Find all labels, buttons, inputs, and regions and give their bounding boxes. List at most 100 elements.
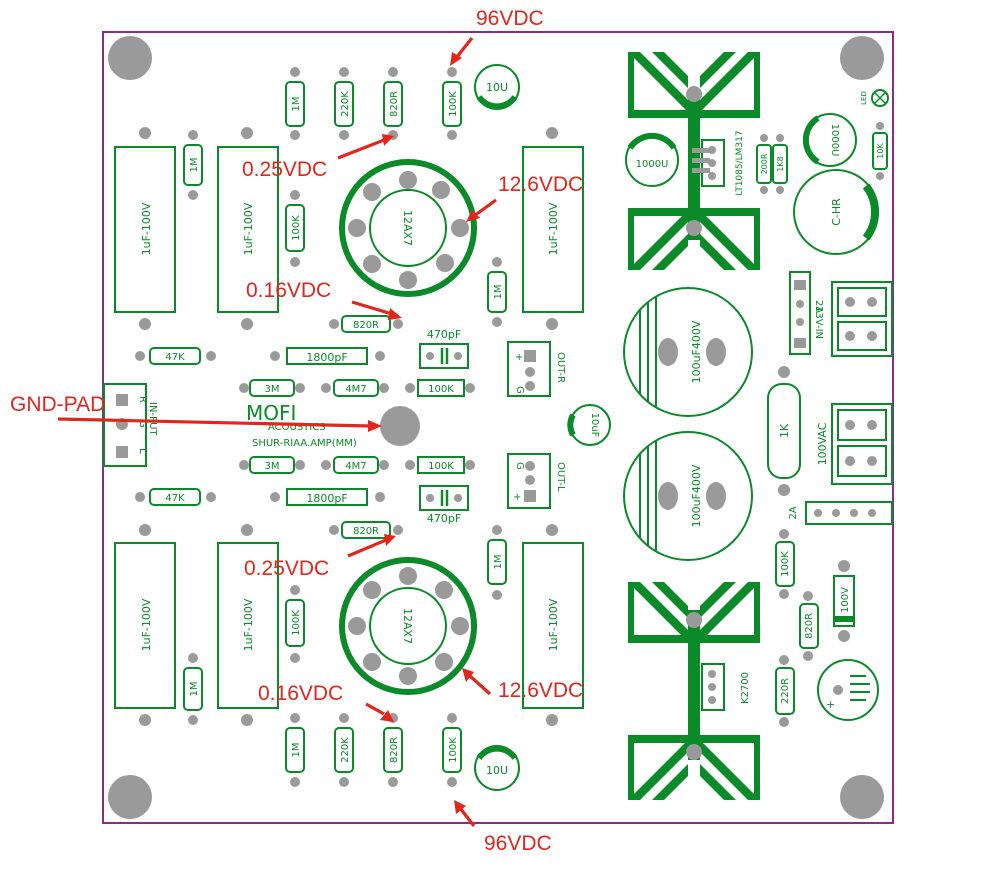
svg-text:0.16VDC: 0.16VDC bbox=[246, 279, 331, 302]
resistor-100k-h-bottom: 100K bbox=[405, 456, 475, 474]
svg-text:220K: 220K bbox=[340, 737, 351, 763]
svg-text:1M: 1M bbox=[291, 743, 302, 758]
svg-text:IN-PUT: IN-PUT bbox=[147, 402, 158, 436]
electrolytic-10u-bottom: 10U bbox=[474, 745, 520, 791]
resistor-100k-bottom-row: 100K bbox=[442, 713, 462, 787]
tube-socket-bottom: 12AX7 bbox=[339, 557, 477, 695]
svg-text:+: + bbox=[826, 698, 835, 711]
svg-text:3M: 3M bbox=[265, 461, 280, 472]
svg-text:1M: 1M bbox=[493, 285, 504, 300]
svg-text:1M: 1M bbox=[189, 158, 200, 173]
svg-text:1K8: 1K8 bbox=[776, 156, 785, 171]
svg-text:SHUR-RIAA.AMP(MM): SHUR-RIAA.AMP(MM) bbox=[252, 438, 357, 449]
svg-text:10uF: 10uF bbox=[589, 413, 600, 438]
annotation-96vdc-bottom: 96VDC bbox=[454, 800, 552, 855]
svg-text:220R: 220R bbox=[780, 678, 791, 704]
svg-text:G: G bbox=[514, 386, 525, 394]
svg-text:820R: 820R bbox=[389, 737, 400, 763]
resistor-100k-mid-bottom: 100K bbox=[285, 585, 305, 663]
svg-text:0.25VDC: 0.25VDC bbox=[242, 158, 327, 181]
svg-text:+: + bbox=[515, 352, 523, 363]
mounting-holes bbox=[108, 36, 884, 819]
svg-text:L: L bbox=[137, 448, 148, 454]
svg-text:OUT-R: OUT-R bbox=[555, 352, 566, 383]
svg-text:100K: 100K bbox=[780, 551, 791, 577]
svg-text:12.6VDC: 12.6VDC bbox=[498, 173, 583, 196]
svg-text:47K: 47K bbox=[165, 493, 185, 504]
svg-text:12AX7: 12AX7 bbox=[401, 608, 414, 644]
annotation-gnd-pad: GND-PAD bbox=[10, 393, 382, 432]
svg-text:0.25VDC: 0.25VDC bbox=[244, 557, 329, 580]
resistor-100k-power: 100K bbox=[775, 529, 795, 599]
svg-text:100K: 100K bbox=[448, 91, 459, 117]
connector-input: R G L IN-PUT bbox=[103, 383, 158, 467]
annotation-025vdc-bottom: 0.25VDC bbox=[244, 534, 396, 580]
svg-text:470pF: 470pF bbox=[427, 512, 461, 525]
svg-text:96VDC: 96VDC bbox=[476, 7, 544, 30]
annotation-025vdc-top: 0.25VDC bbox=[242, 134, 394, 181]
resistor-820r-bottom-row: 820R bbox=[383, 713, 403, 787]
film-cap-bottom-3: 1uF-100V bbox=[522, 524, 584, 726]
svg-text:1uF-100V: 1uF-100V bbox=[242, 598, 255, 651]
svg-text:1000U: 1000U bbox=[636, 159, 669, 170]
mofi-logo: MOFI ACOUSTICS SHUR-RIAA.AMP(MM) bbox=[246, 401, 357, 449]
electrolytic-bottom-right: + bbox=[817, 659, 879, 721]
svg-text:100K: 100K bbox=[428, 461, 454, 472]
svg-text:10U: 10U bbox=[486, 764, 508, 777]
electrolytic-1000u-top: 1000U bbox=[625, 132, 710, 187]
svg-text:1K: 1K bbox=[778, 423, 791, 438]
svg-text:220K: 220K bbox=[340, 91, 351, 117]
svg-text:1uF-100V: 1uF-100V bbox=[242, 202, 255, 255]
svg-text:1uF-100V: 1uF-100V bbox=[547, 202, 560, 255]
svg-text:100uF400V: 100uF400V bbox=[690, 464, 703, 527]
resistor-1m-right-top: 1M bbox=[487, 257, 507, 327]
film-cap-bottom-1: 1uF-100V bbox=[114, 524, 176, 726]
svg-text:96VDC: 96VDC bbox=[484, 832, 552, 855]
resistor-1m-top: 1M bbox=[285, 67, 305, 140]
resistor-1m-left-bottom: 1M bbox=[183, 653, 203, 725]
film-cap-top-3: 1uF-100V bbox=[522, 127, 584, 330]
resistor-220k-bottom-row: 220K bbox=[334, 713, 354, 787]
svg-text:820R: 820R bbox=[353, 320, 379, 331]
connector-13v-in: 2A 13V-IN bbox=[789, 271, 893, 357]
resistor-820r-top: 820R bbox=[383, 67, 403, 140]
tube-socket-top: 12AX7 bbox=[339, 159, 477, 297]
svg-text:470pF: 470pF bbox=[427, 328, 461, 341]
svg-text:LED: LED bbox=[860, 91, 868, 105]
board-outline bbox=[102, 31, 894, 824]
zener-100v: 100V bbox=[833, 560, 855, 642]
svg-text:2A: 2A bbox=[813, 300, 824, 313]
annotation-126vdc-top: 12.6VDC bbox=[466, 173, 583, 222]
svg-text:C-HR: C-HR bbox=[830, 198, 843, 226]
svg-text:2A: 2A bbox=[788, 506, 799, 519]
svg-text:1800pF: 1800pF bbox=[306, 492, 347, 505]
svg-text:G: G bbox=[514, 462, 525, 470]
connector-out-l: G + OUT-L bbox=[507, 453, 566, 509]
svg-text:47K: 47K bbox=[165, 352, 185, 363]
svg-text:820R: 820R bbox=[389, 91, 400, 117]
resistor-100k-mid-top: 100K bbox=[285, 190, 305, 267]
svg-text:1uF-100V: 1uF-100V bbox=[140, 598, 153, 651]
resistor-100k-top: 100K bbox=[442, 67, 462, 140]
svg-text:1M: 1M bbox=[189, 682, 200, 697]
resistor-3m-top: 3M bbox=[239, 379, 305, 397]
resistor-4m7-top: 4M7 bbox=[321, 379, 389, 397]
resistor-3m-bottom: 3M bbox=[239, 456, 305, 474]
cap-100uf400v-bottom: 100uF400V bbox=[623, 431, 753, 561]
heatsink-top bbox=[628, 52, 760, 270]
resistor-220k-top: 220K bbox=[334, 67, 354, 140]
resistor-1m-right-bottom: 1M bbox=[487, 525, 507, 600]
annotation-126vdc-bottom: 12.6VDC bbox=[462, 668, 583, 702]
film-cap-top-1: 1uF-100V bbox=[114, 127, 176, 330]
resistor-10k: 10K bbox=[872, 122, 888, 180]
transistor-k2700: K2700 bbox=[701, 663, 751, 711]
resistor-47k-top: 47K bbox=[135, 347, 216, 365]
gnd-pad bbox=[380, 406, 420, 446]
svg-text:820R: 820R bbox=[804, 613, 815, 639]
svg-text:R: R bbox=[137, 396, 148, 403]
cap-1800pf-top: 1800pF bbox=[270, 347, 385, 365]
film-cap-bottom-2: 1uF-100V bbox=[217, 524, 279, 726]
svg-text:GND-PAD: GND-PAD bbox=[10, 393, 105, 416]
svg-text:G: G bbox=[137, 420, 148, 428]
connector-out-r: + G OUT-R bbox=[507, 341, 566, 397]
